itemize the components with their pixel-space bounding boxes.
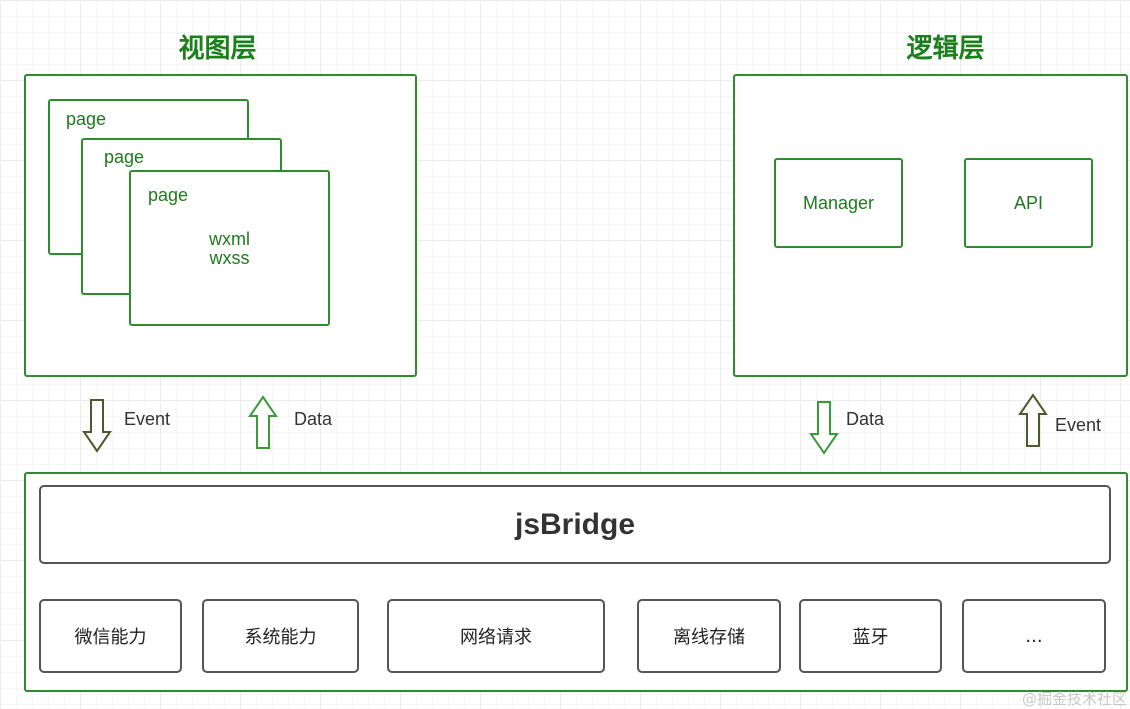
capability-more: ... (962, 599, 1106, 673)
logic-layer-title: 逻辑层 (906, 34, 985, 64)
wxss-label: wxss (209, 248, 250, 268)
page-card-front (129, 170, 330, 326)
capability-bluetooth: 蓝牙 (799, 599, 942, 673)
wxml-label: wxml (209, 229, 250, 249)
arrow-down-icon (82, 399, 112, 453)
arrow-down-icon (809, 401, 839, 455)
logic-data-label: Data (846, 409, 885, 429)
page-label-middle: page (104, 147, 145, 167)
capability-system: 系统能力 (202, 599, 359, 673)
jsbridge-box: jsBridge (39, 485, 1111, 564)
watermark: @掘金技术社区 (1022, 690, 1128, 708)
manager-module: Manager (774, 158, 903, 248)
arrow-up-icon (1018, 393, 1048, 447)
page-label-back: page (66, 109, 107, 129)
view-layer-title: 视图层 (178, 34, 257, 64)
view-event-label: Event (124, 409, 171, 429)
view-data-label: Data (294, 409, 333, 429)
capability-network: 网络请求 (387, 599, 605, 673)
capability-wechat: 微信能力 (39, 599, 182, 673)
api-module: API (964, 158, 1093, 248)
logic-event-label: Event (1055, 415, 1102, 435)
capability-storage: 离线存储 (637, 599, 781, 673)
arrow-up-icon (248, 395, 278, 449)
page-label-front: page (148, 185, 189, 205)
